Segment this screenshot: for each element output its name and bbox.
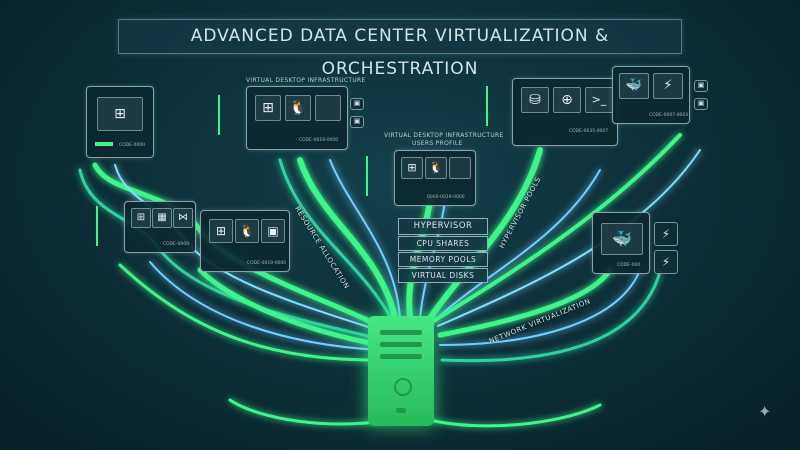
flow-line [437,267,613,338]
linux-icon: 🐧 [285,95,311,121]
flow-line [440,270,662,363]
app-icon: ▣ [694,98,708,110]
lightning-icon: ⚡ [654,250,678,274]
lightning-icon: ⚡ [653,73,683,99]
panel-far-right: 🐳 ⚡ CODE-0007-0003 [612,66,690,124]
flow-line [228,398,392,426]
apple-icon [449,157,471,179]
monitor-code: CODE-0000 [119,143,146,148]
flow-line [439,269,641,346]
panel-top-right-code: CODE-0035-0007 [569,129,609,134]
app-icon: ▣ [694,80,708,92]
docker-panel-code: CODE-000 [617,263,641,268]
vdi-label: VIRTUAL DESKTOP INFRASTRUCTURE [246,77,366,84]
mid-left-code: CODE-0000 [163,242,190,247]
flow-line [430,133,682,324]
docker-panel: 🐳 CODE-000 [592,212,650,274]
docker-icon: 🐳 [619,73,649,99]
memory-pools-layer: MEMORY POOLS [398,252,488,267]
sparkle-icon: ✦ [758,402,772,421]
vdi-users-label-2: USERS PROFILE [412,140,463,147]
vdi-panel: ⊞ 🐧 CODE-0019-0000 [246,86,348,150]
monitor-top-left: ⊞ CODE-0000 [86,86,154,158]
cpu-shares-layer: CPU SHARES [398,236,488,251]
status-bar [95,142,113,146]
app-icon: ▣ [261,219,285,243]
terminal-icon: >_ [585,87,613,113]
linux-icon: 🐧 [425,157,447,179]
server-tower [368,316,434,426]
right-side-bars [486,86,510,126]
app-icon: ▣ [350,98,364,110]
apple-icon [315,95,341,121]
docker-icon: 🐳 [601,223,643,255]
mid-panel: ⊞ 🐧 ▣ CODE-0019-0000 [200,210,290,272]
diagram-title: ADVANCED DATA CENTER VIRTUALIZATION & OR… [118,19,682,79]
flow-line [278,158,394,322]
globe-icon: ⊕ [553,87,581,113]
database-icon: ⛁ [521,87,549,113]
users-profile-code: 0000-0019-0000 [427,195,465,200]
vdi-users-label-1: VIRTUAL DESKTOP INFRASTRUCTURE [384,132,504,139]
flow-line [149,261,381,351]
mid-left-panel: ⊞ ▦ ⋈ CODE-0000 [124,201,196,253]
app-icon: ▣ [350,116,364,128]
vdi-side-bars [218,95,242,135]
lightning-icon: ⚡ [654,222,678,246]
mid-left-side-bars [96,206,120,246]
windows-icon: ⊞ [131,208,151,228]
vdi-code: CODE-0019-0000 [299,138,339,143]
windows-icon: ⊞ [209,219,233,243]
panel-far-right-code: CODE-0007-0003 [649,113,689,118]
hypervisor-layer: HYPERVISOR LAYER [398,218,488,246]
flow-line [197,267,383,348]
users-profile-panel: ⊞ 🐧 0000-0019-0000 [394,150,476,206]
flow-line [329,159,401,319]
windows-icon: ⊞ [401,157,423,179]
flow-line [118,263,380,362]
users-side-bars [366,156,390,196]
flow-line [428,403,602,428]
flow-line [114,164,393,336]
flow-line [434,169,601,321]
flow-line [78,168,387,342]
windows-icon: ⊞ [255,95,281,121]
linux-icon: 🐧 [235,219,259,243]
panel-top-right: ⛁ ⊕ >_ CODE-0035-0007 [512,78,618,146]
mid-panel-code: CODE-0019-0000 [247,261,287,266]
app-icon: ▦ [152,208,172,228]
flow-line [297,157,398,321]
power-icon [394,378,412,396]
flow-line [427,147,543,321]
virtual-disks-layer: VIRTUAL DISKS [398,268,488,283]
flow-line [437,149,701,327]
visual-studio-icon: ⋈ [173,208,193,228]
windows-icon: ⊞ [97,97,143,131]
